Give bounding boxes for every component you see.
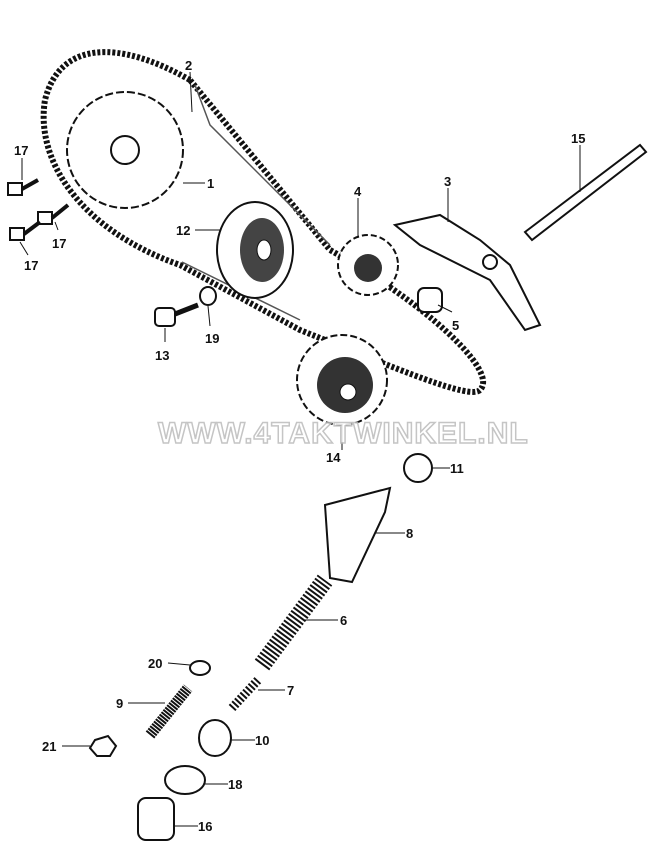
drive-sprocket-bore	[339, 383, 357, 401]
callout-17: 17	[24, 258, 38, 273]
callout-20: 20	[148, 656, 162, 671]
stud-9	[145, 684, 193, 739]
cam-chain	[40, 49, 486, 395]
tensioner-arm	[392, 213, 542, 332]
callout-3: 3	[444, 174, 451, 189]
bolt-17-shank	[22, 220, 42, 236]
tensioner-roller-bore	[256, 239, 272, 261]
guide-sprocket-hub	[354, 254, 382, 282]
callout-4: 4	[354, 184, 362, 199]
o-ring-18	[164, 765, 206, 795]
cap-11	[403, 453, 433, 483]
callout-2: 2	[185, 58, 192, 73]
washer-19	[199, 286, 217, 306]
callout-12: 12	[176, 223, 190, 238]
bolt-17-shank	[50, 203, 70, 220]
callout-15: 15	[571, 131, 585, 146]
washer-20	[189, 660, 211, 676]
leader-lines	[19, 71, 581, 827]
plug-16	[137, 797, 175, 841]
bolt-17-head	[7, 182, 23, 196]
callout-18: 18	[228, 777, 242, 792]
callout-10: 10	[255, 733, 269, 748]
spring-7	[228, 676, 262, 712]
tensioner-arm-hole	[482, 254, 498, 270]
callout-8: 8	[406, 526, 413, 541]
cam-sprocket-hub	[110, 135, 140, 165]
bolts-17	[7, 178, 70, 241]
callout-21: 21	[42, 739, 56, 754]
callout-5: 5	[452, 318, 459, 333]
callout-17: 17	[14, 143, 28, 158]
callout-19: 19	[205, 331, 219, 346]
callout-1: 1	[207, 176, 214, 191]
callout-6: 6	[340, 613, 347, 628]
push-rod	[323, 486, 392, 584]
bolt-5	[417, 287, 443, 313]
watermark: WWW.4TAKTWINKEL.NL	[158, 417, 529, 450]
spring-6	[254, 574, 333, 671]
callout-11: 11	[450, 461, 464, 476]
callout-14: 14	[326, 450, 341, 465]
bolt-17-head	[9, 227, 25, 241]
callout-7: 7	[287, 683, 294, 698]
callout-16: 16	[198, 819, 212, 834]
bolt-13	[154, 307, 176, 327]
shaft	[523, 143, 648, 242]
holder-10	[198, 719, 232, 757]
bolt-17-shank	[21, 178, 39, 191]
nut-21	[88, 734, 118, 757]
callout-17: 17	[52, 236, 66, 251]
bolt-13-shank	[174, 302, 199, 317]
callout-9: 9	[116, 696, 123, 711]
callout-13: 13	[155, 348, 169, 363]
